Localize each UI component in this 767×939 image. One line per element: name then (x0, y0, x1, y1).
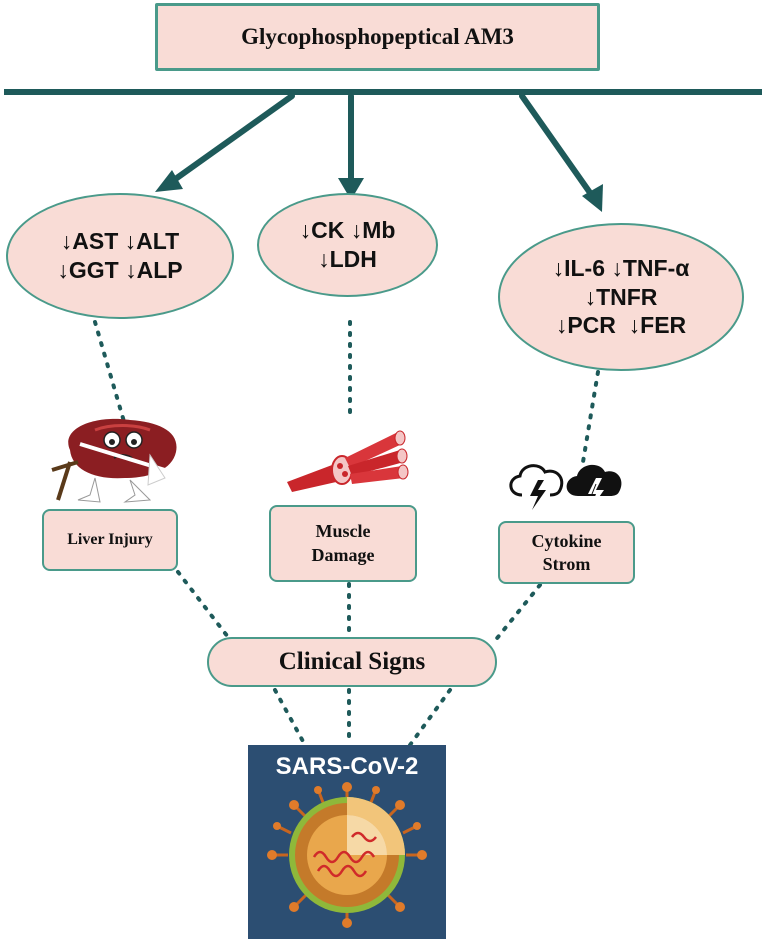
muscle-damage-label-line-2: Damage (311, 544, 375, 565)
liver-markers-line-2: ↓GGT ↓ALP (57, 257, 183, 283)
arrow-head-cytokine (582, 184, 603, 212)
clinical-signs-label: Clinical Signs (278, 648, 426, 675)
arrow-head-liver (155, 170, 183, 192)
virus-particle-icon (267, 782, 427, 928)
liver-markers-line-1: ↓AST ↓ALT (60, 228, 180, 255)
arrow-to-liver (164, 93, 295, 188)
title-box: Glycophosphopeptical AM3 (155, 3, 600, 71)
liver-injury-box: Liver Injury (42, 509, 178, 571)
arrow-to-cytokine (519, 93, 596, 200)
storm-cloud-outline-icon (509, 464, 564, 510)
muscle-markers-line-1: ↓CK ↓Mb (299, 217, 396, 244)
muscle-markers-oval: ↓CK ↓Mb ↓LDH (257, 193, 438, 297)
sars-cov-2-panel: SARS-CoV-2 (248, 745, 446, 939)
dotted-connectors (93, 320, 600, 747)
cytokine-markers-line-1: ↓IL-6 ↓TNF-α (552, 254, 690, 281)
cytokine-storm-box: Cytokine Strom (498, 521, 635, 584)
arrow-head-muscle (338, 178, 364, 200)
cytokine-markers-oval: ↓IL-6 ↓TNF-α ↓TNFR ↓PCR ↓FER (498, 223, 744, 371)
sars-cov-2-title: SARS-CoV-2 (275, 753, 419, 780)
muscle-damage-box: Muscle Damage (269, 505, 417, 582)
cytokine-storm-label-line-2: Strom (542, 553, 591, 574)
muscle-markers-line-2: ↓LDH (318, 246, 377, 272)
muscle-damage-label-line-1: Muscle (315, 521, 371, 542)
liver-injury-label: Liver Injury (67, 531, 153, 548)
muscle-fiber-icon (287, 430, 409, 492)
title-text: Glycophosphopeptical AM3 (241, 24, 514, 49)
liver-icon (51, 418, 177, 503)
cytokine-markers-line-3: ↓PCR ↓FER (555, 312, 687, 339)
storm-cloud-filled-icon (566, 464, 622, 510)
cytokine-storm-label-line-1: Cytokine (531, 531, 602, 551)
clinical-signs-box: Clinical Signs (207, 637, 497, 687)
cytokine-markers-line-2: ↓TNFR (584, 283, 658, 310)
arrows (155, 93, 603, 212)
liver-markers-oval: ↓AST ↓ALT ↓GGT ↓ALP (6, 193, 234, 319)
